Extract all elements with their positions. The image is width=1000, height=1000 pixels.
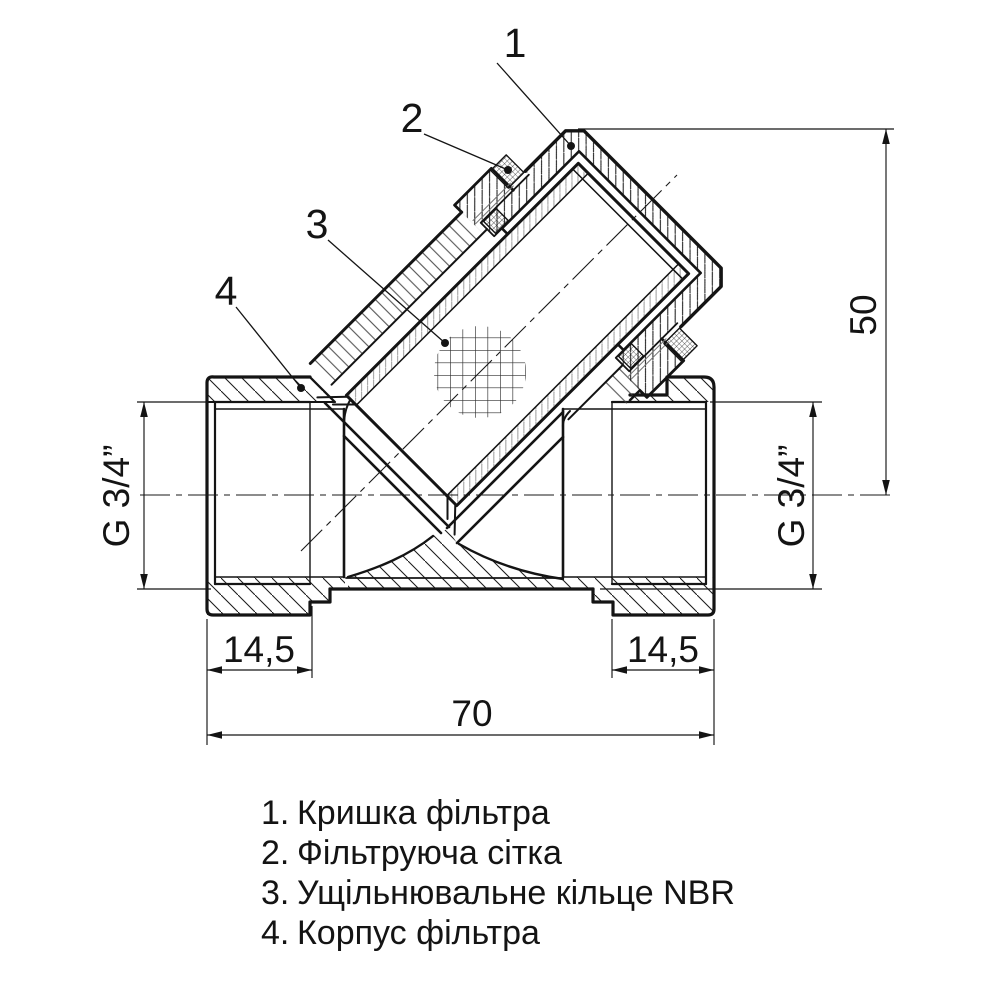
body-right-bottom-wall [563, 577, 714, 615]
svg-text:3: 3 [306, 201, 329, 247]
callout-1: 1 [496, 20, 575, 150]
dim-right-depth-label: 14,5 [627, 629, 699, 670]
svg-text:4: 4 [215, 268, 238, 314]
callouts: 1 2 3 4 [215, 20, 575, 392]
dim-height-label: 50 [843, 294, 884, 335]
legend-item-4: 4.Корпус фільтра [261, 914, 540, 952]
body-left-top-wall [207, 376, 335, 402]
flange-upper [454, 168, 514, 228]
callout-3: 3 [306, 201, 449, 347]
dimension-right-depth [611, 619, 715, 745]
dimension-total-length [207, 731, 714, 739]
legend-item-3: 3.Ущільнювальне кільце NBR [261, 874, 735, 912]
body-left-bottom-wall [207, 577, 345, 615]
thread-lines [472, 182, 670, 380]
dimension-left-depth [206, 606, 313, 745]
valve-body [205, 375, 716, 617]
svg-text:2: 2 [401, 95, 424, 141]
right-thread-bore [561, 400, 708, 586]
dimensions [137, 128, 894, 745]
callout-4: 4 [215, 268, 305, 392]
dim-total-length-label: 70 [451, 693, 492, 734]
body-web-right [447, 412, 563, 543]
left-thread-bore [213, 387, 361, 586]
flange-lower [624, 338, 684, 398]
dim-left-depth-label: 14,5 [223, 629, 295, 670]
body-funnel-wall [348, 527, 563, 589]
dimension-height-50 [578, 128, 894, 495]
legend: 1.Кришка фільтра 2.Фільтруюча сітка 3.Ущ… [261, 794, 735, 952]
neck-wall-upper [310, 212, 483, 385]
right-port-outline [591, 375, 716, 617]
svg-text:1: 1 [504, 20, 527, 66]
dimension-right-thread [600, 401, 822, 590]
callout-2: 2 [401, 95, 512, 174]
dim-right-thread-label: G 3/4” [771, 445, 812, 548]
centerlines [140, 174, 893, 552]
legend-item-1: 1.Кришка фільтра [261, 794, 550, 832]
dim-left-thread-label: G 3/4” [96, 445, 137, 548]
legend-item-2: 2.Фільтруюча сітка [261, 834, 562, 872]
left-port-outline [205, 375, 332, 617]
dimension-left-thread [137, 401, 211, 590]
